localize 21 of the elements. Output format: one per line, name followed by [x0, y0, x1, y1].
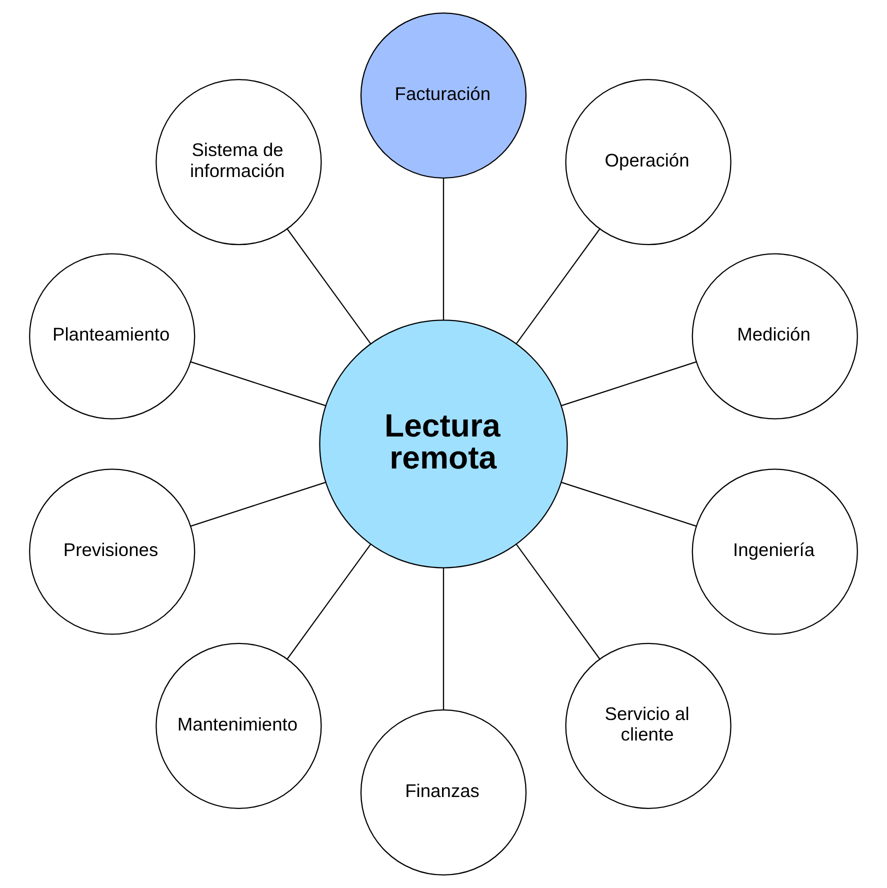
- connector: [442, 568, 444, 710]
- node-circle: Mantenimiento: [156, 642, 322, 809]
- node-circle: Ingeniería: [692, 468, 858, 635]
- node-circle: Finanzas: [360, 709, 527, 876]
- connector: [190, 361, 326, 406]
- node-circle: Servicio al cliente: [565, 642, 732, 809]
- node-circle: Operación: [565, 79, 732, 246]
- connector: [516, 228, 600, 344]
- node-circle: Sistema de información: [156, 79, 322, 246]
- node-circle: Lectura remota: [319, 320, 568, 568]
- node-circle: Previsiones: [29, 468, 196, 635]
- connector: [286, 544, 372, 660]
- connector: [286, 228, 372, 344]
- connector: [442, 178, 444, 320]
- node-circle: Planteamiento: [29, 253, 196, 420]
- connector: [190, 482, 326, 527]
- connector: [561, 482, 697, 527]
- node-circle: Facturación: [360, 12, 527, 179]
- node-circle: Medición: [692, 253, 858, 420]
- connector: [561, 361, 697, 406]
- connector: [516, 544, 600, 660]
